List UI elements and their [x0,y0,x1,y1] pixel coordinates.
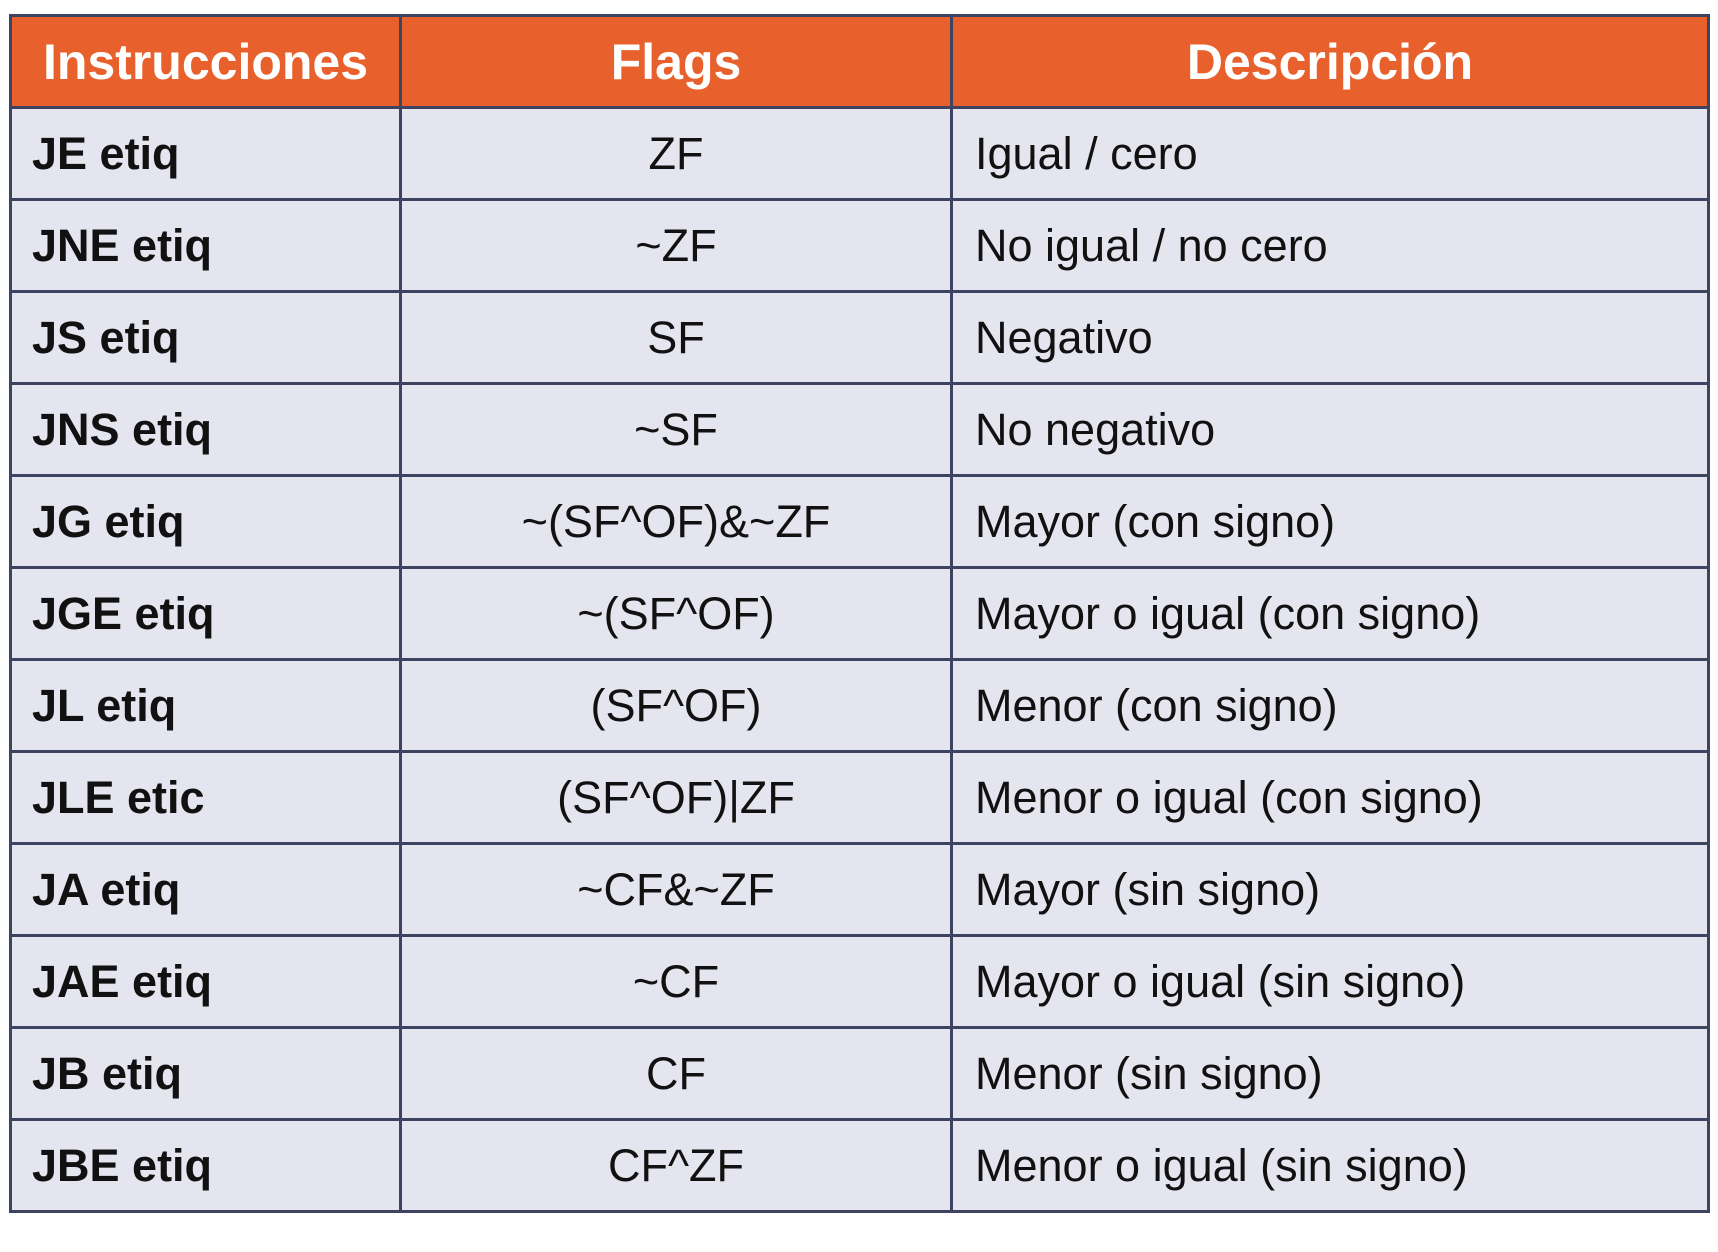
instruction-cell: JG etiq [9,474,402,569]
table-row: JNS etiq ~SF No negativo [9,382,1710,477]
header-instrucciones: Instrucciones [9,14,402,109]
description-cell: No negativo [950,382,1710,477]
flags-cell: CF [399,1026,953,1121]
header-flags: Flags [399,14,953,109]
flags-cell: CF^ZF [399,1118,953,1213]
table-row: JS etiq SF Negativo [9,290,1710,385]
header-descripcion: Descripción [950,14,1710,109]
flags-cell: ~SF [399,382,953,477]
jump-instructions-table: Instrucciones Flags Descripción JE etiq … [9,14,1710,1213]
description-cell: Igual / cero [950,106,1710,201]
instruction-cell: JGE etiq [9,566,402,661]
table-row: JL etiq (SF^OF) Menor (con signo) [9,658,1710,753]
table-row: JBE etiq CF^ZF Menor o igual (sin signo) [9,1118,1710,1213]
flags-cell: ~ZF [399,198,953,293]
instruction-cell: JL etiq [9,658,402,753]
description-cell: Mayor o igual (con signo) [950,566,1710,661]
table-row: JE etiq ZF Igual / cero [9,106,1710,201]
description-cell: Menor o igual (sin signo) [950,1118,1710,1213]
flags-cell: ~(SF^OF) [399,566,953,661]
description-cell: Mayor (sin signo) [950,842,1710,937]
table-row: JB etiq CF Menor (sin signo) [9,1026,1710,1121]
description-cell: Mayor (con signo) [950,474,1710,569]
table-row: JGE etiq ~(SF^OF) Mayor o igual (con sig… [9,566,1710,661]
table-row: JNE etiq ~ZF No igual / no cero [9,198,1710,293]
description-cell: Negativo [950,290,1710,385]
instruction-cell: JE etiq [9,106,402,201]
table-body: JE etiq ZF Igual / cero JNE etiq ~ZF No … [9,106,1710,1213]
jump-instructions-table-container: Instrucciones Flags Descripción JE etiq … [9,14,1710,1213]
instruction-cell: JS etiq [9,290,402,385]
instruction-cell: JAE etiq [9,934,402,1029]
instruction-cell: JLE etic [9,750,402,845]
header-row: Instrucciones Flags Descripción [9,14,1710,109]
flags-cell: ZF [399,106,953,201]
instruction-cell: JBE etiq [9,1118,402,1213]
description-cell: Menor o igual (con signo) [950,750,1710,845]
flags-cell: (SF^OF) [399,658,953,753]
instruction-cell: JB etiq [9,1026,402,1121]
flags-cell: ~(SF^OF)&~ZF [399,474,953,569]
instruction-cell: JNE etiq [9,198,402,293]
description-cell: Mayor o igual (sin signo) [950,934,1710,1029]
table-row: JG etiq ~(SF^OF)&~ZF Mayor (con signo) [9,474,1710,569]
description-cell: Menor (con signo) [950,658,1710,753]
flags-cell: (SF^OF)|ZF [399,750,953,845]
table-header: Instrucciones Flags Descripción [9,14,1710,109]
instruction-cell: JNS etiq [9,382,402,477]
flags-cell: ~CF&~ZF [399,842,953,937]
instruction-cell: JA etiq [9,842,402,937]
description-cell: Menor (sin signo) [950,1026,1710,1121]
table-row: JLE etic (SF^OF)|ZF Menor o igual (con s… [9,750,1710,845]
flags-cell: SF [399,290,953,385]
description-cell: No igual / no cero [950,198,1710,293]
flags-cell: ~CF [399,934,953,1029]
table-row: JA etiq ~CF&~ZF Mayor (sin signo) [9,842,1710,937]
table-row: JAE etiq ~CF Mayor o igual (sin signo) [9,934,1710,1029]
